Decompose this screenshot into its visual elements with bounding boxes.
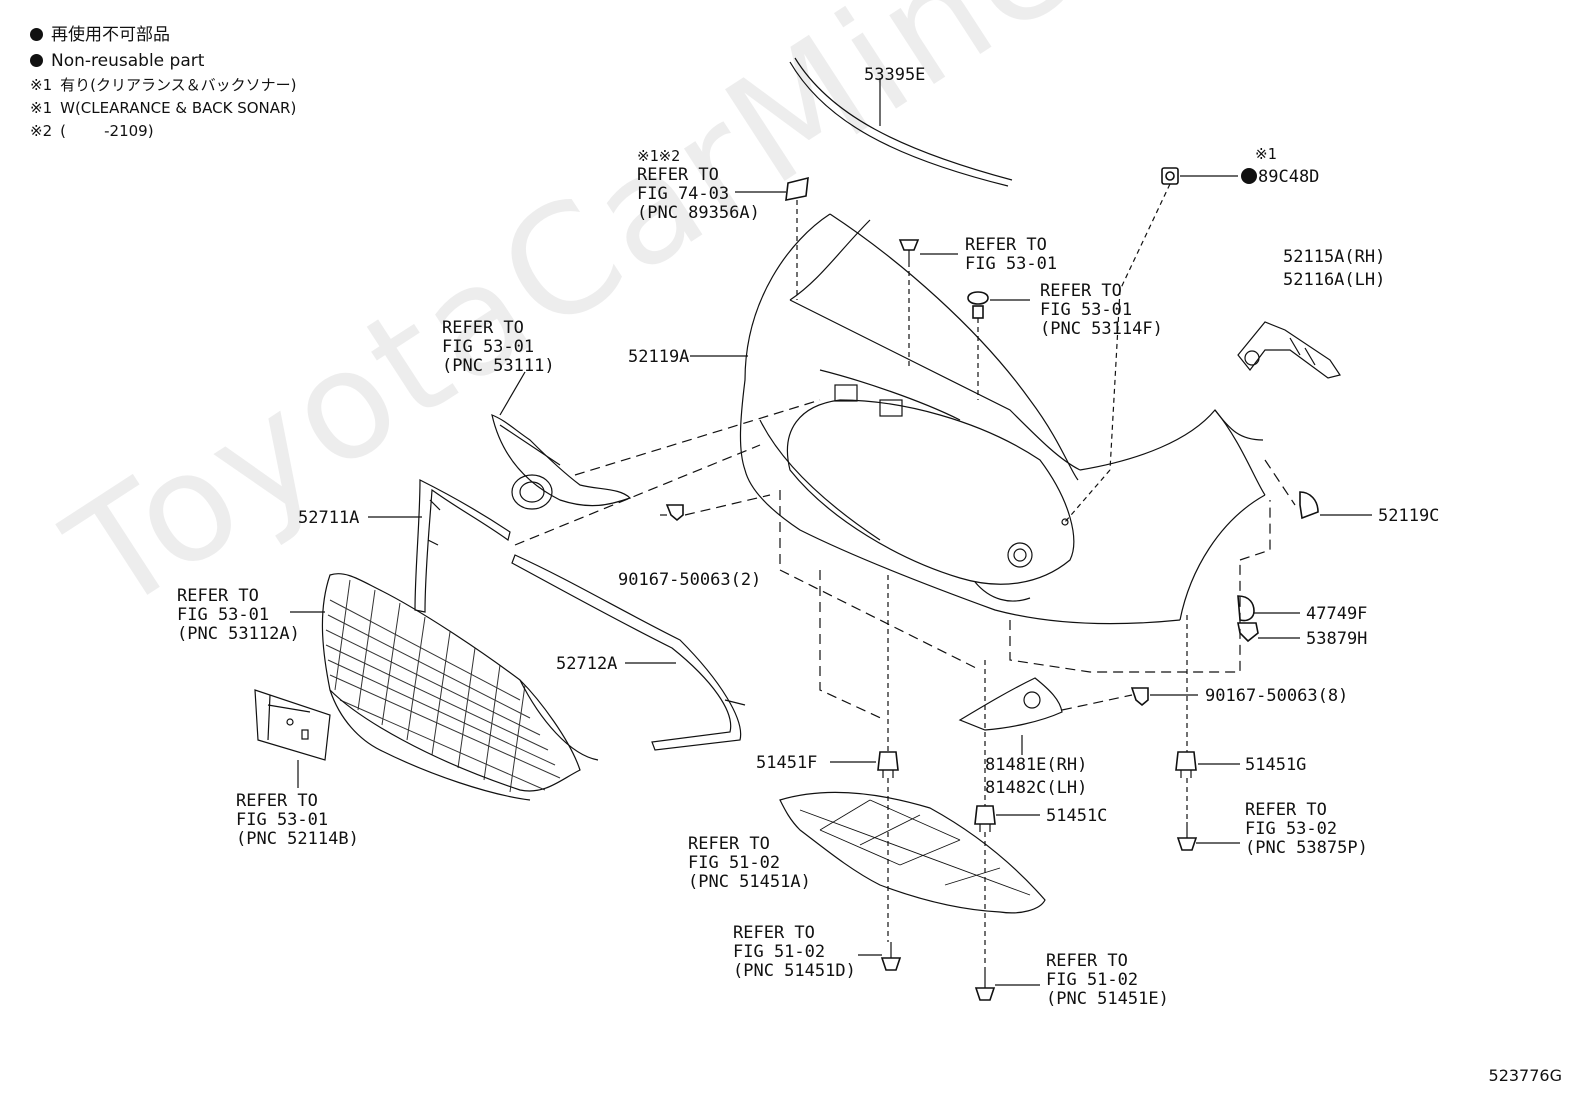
ref-52114b-line3: (PNC 52114B) (236, 829, 359, 849)
note-89c48d: ※1 (1255, 145, 1277, 163)
legend-note-2: ※2( -2109) (30, 122, 154, 140)
part-52115a-retainer (1237, 321, 1341, 379)
label-52119c: 52119C (1378, 506, 1439, 526)
label-89c48d: 89C48D (1258, 167, 1319, 187)
label-52116a: 52116A(LH) (1283, 270, 1385, 290)
label-52711a: 52711A (298, 508, 359, 528)
ref-51451d-line2: FIG 51-02 (733, 942, 825, 962)
label-53879h: 53879H (1306, 629, 1367, 649)
ref-51451a-line1: REFER TO (688, 834, 770, 854)
label-47749f: 47749F (1306, 604, 1367, 624)
part-lower-grille (321, 573, 599, 801)
ref-53875p-line1: REFER TO (1245, 800, 1327, 820)
ref-53114f-line2: FIG 53-01 (1040, 300, 1132, 320)
ref-51451d-line3: (PNC 51451D) (733, 961, 856, 981)
ref-53112a-line3: (PNC 53112A) (177, 624, 300, 644)
ref-53875p-line3: (PNC 53875P) (1245, 838, 1368, 858)
black-dot-icon (30, 28, 43, 41)
black-dot-icon (30, 54, 43, 67)
label-53395e: 53395E (864, 65, 925, 85)
ref-51451e-line3: (PNC 51451E) (1046, 989, 1169, 1009)
ref-52114b-line2: FIG 53-01 (236, 810, 328, 830)
ref-51451e-line2: FIG 51-02 (1046, 970, 1138, 990)
part-53395e-molding (789, 57, 1013, 187)
label-90167-2: 90167-50063(2) (618, 570, 761, 590)
part-engine-under-cover (779, 791, 1046, 914)
label-51451f: 51451F (756, 753, 817, 773)
assembly-dashed-lines (514, 183, 1296, 972)
ref-89356a-line2: FIG 74-03 (637, 184, 729, 204)
label-81482c: 81482C(LH) (985, 778, 1087, 798)
label-51451c: 51451C (1046, 806, 1107, 826)
label-51451g: 51451G (1245, 755, 1306, 775)
label-90167-8: 90167-50063(8) (1205, 686, 1348, 706)
diagram-id: 523776G (1488, 1066, 1562, 1085)
fastener-icons (660, 167, 1319, 1001)
ref-53875p-line2: FIG 53-02 (1245, 819, 1337, 839)
ref-53111-line3: (PNC 53111) (442, 356, 555, 376)
ref-53114f-line1: REFER TO (1040, 281, 1122, 301)
label-52119a: 52119A (628, 347, 689, 367)
ref-89356a-line3: (PNC 89356A) (637, 203, 760, 223)
ref-51451d-line1: REFER TO (733, 923, 815, 943)
part-fog-bracket (958, 677, 1063, 755)
ref-5301-line2: FIG 53-01 (965, 254, 1057, 274)
label-52115a: 52115A(RH) (1283, 247, 1385, 267)
ref-53112a-line1: REFER TO (177, 586, 259, 606)
ref-5301-line1: REFER TO (965, 235, 1047, 255)
part-52712a-molding (511, 554, 746, 751)
part-plate-bracket (254, 689, 331, 761)
ref-51451a-line3: (PNC 51451A) (688, 872, 811, 892)
legend-row-nonreusable-en: Non-reusable part (30, 48, 297, 74)
part-52711a-molding (414, 479, 511, 613)
ref-52114b-line1: REFER TO (236, 791, 318, 811)
legend-row-nonreusable-jp: 再使用不可部品 (30, 22, 297, 48)
part-upper-grille (491, 414, 632, 510)
part-52119a-bumper-cover (739, 213, 1266, 625)
note-89356a: ※1※2 (637, 147, 680, 165)
ref-51451a-line2: FIG 51-02 (688, 853, 780, 873)
label-81481e: 81481E(RH) (985, 755, 1087, 775)
ref-51451e-line1: REFER TO (1046, 951, 1128, 971)
ref-53111-line1: REFER TO (442, 318, 524, 338)
ref-53112a-line2: FIG 53-01 (177, 605, 269, 625)
ref-89356a-line1: REFER TO (637, 165, 719, 185)
ref-53114f-line3: (PNC 53114F) (1040, 319, 1163, 339)
label-52712a: 52712A (556, 654, 617, 674)
ref-53111-line2: FIG 53-01 (442, 337, 534, 357)
leader-lines (735, 175, 1372, 986)
part-labels: 53395E ※1※2 REFER TO FIG 74-03 (PNC 8935… (177, 65, 1439, 1009)
